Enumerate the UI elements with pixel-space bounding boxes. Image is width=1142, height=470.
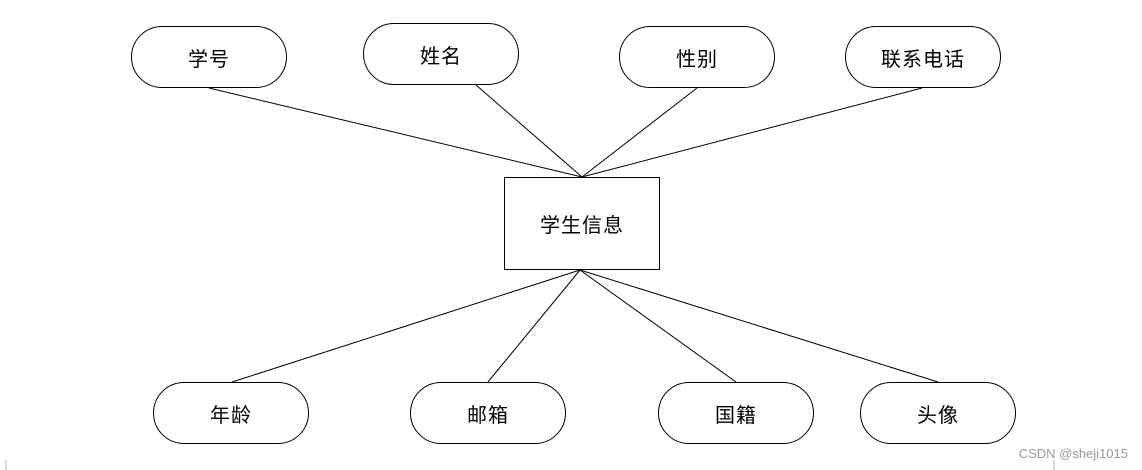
- entity-student-info: 学生信息: [504, 177, 660, 270]
- attribute-label: 年龄: [210, 402, 252, 427]
- attribute-name: 姓名: [363, 23, 519, 85]
- connector-gender: [581, 87, 698, 178]
- attribute-label: 性别: [676, 46, 718, 71]
- attribute-student-id: 学号: [131, 26, 287, 88]
- connector-name: [475, 84, 583, 178]
- watermark-text: CSDN @sheji1015: [1018, 446, 1128, 461]
- attribute-gender: 性别: [619, 26, 775, 88]
- attribute-label: 姓名: [420, 43, 462, 68]
- entity-label: 学生信息: [540, 213, 624, 237]
- attribute-label: 邮箱: [467, 402, 509, 427]
- attribute-email: 邮箱: [410, 382, 566, 444]
- connector-nationality: [579, 269, 737, 383]
- attribute-phone: 联系电话: [845, 26, 1001, 88]
- attribute-label: 联系电话: [881, 46, 965, 71]
- connector-age: [231, 269, 581, 383]
- connector-student-id: [208, 87, 583, 178]
- attribute-label: 学号: [188, 46, 230, 71]
- connector-email: [487, 269, 581, 383]
- attribute-avatar: 头像: [860, 382, 1016, 444]
- right-corner-mark: [1053, 460, 1055, 470]
- left-corner-mark: [5, 460, 7, 470]
- connector-phone: [581, 87, 923, 178]
- connector-avatar: [579, 269, 939, 383]
- attribute-label: 国籍: [715, 402, 757, 427]
- attribute-nationality: 国籍: [658, 382, 814, 444]
- attribute-age: 年龄: [153, 382, 309, 444]
- attribute-label: 头像: [917, 402, 959, 427]
